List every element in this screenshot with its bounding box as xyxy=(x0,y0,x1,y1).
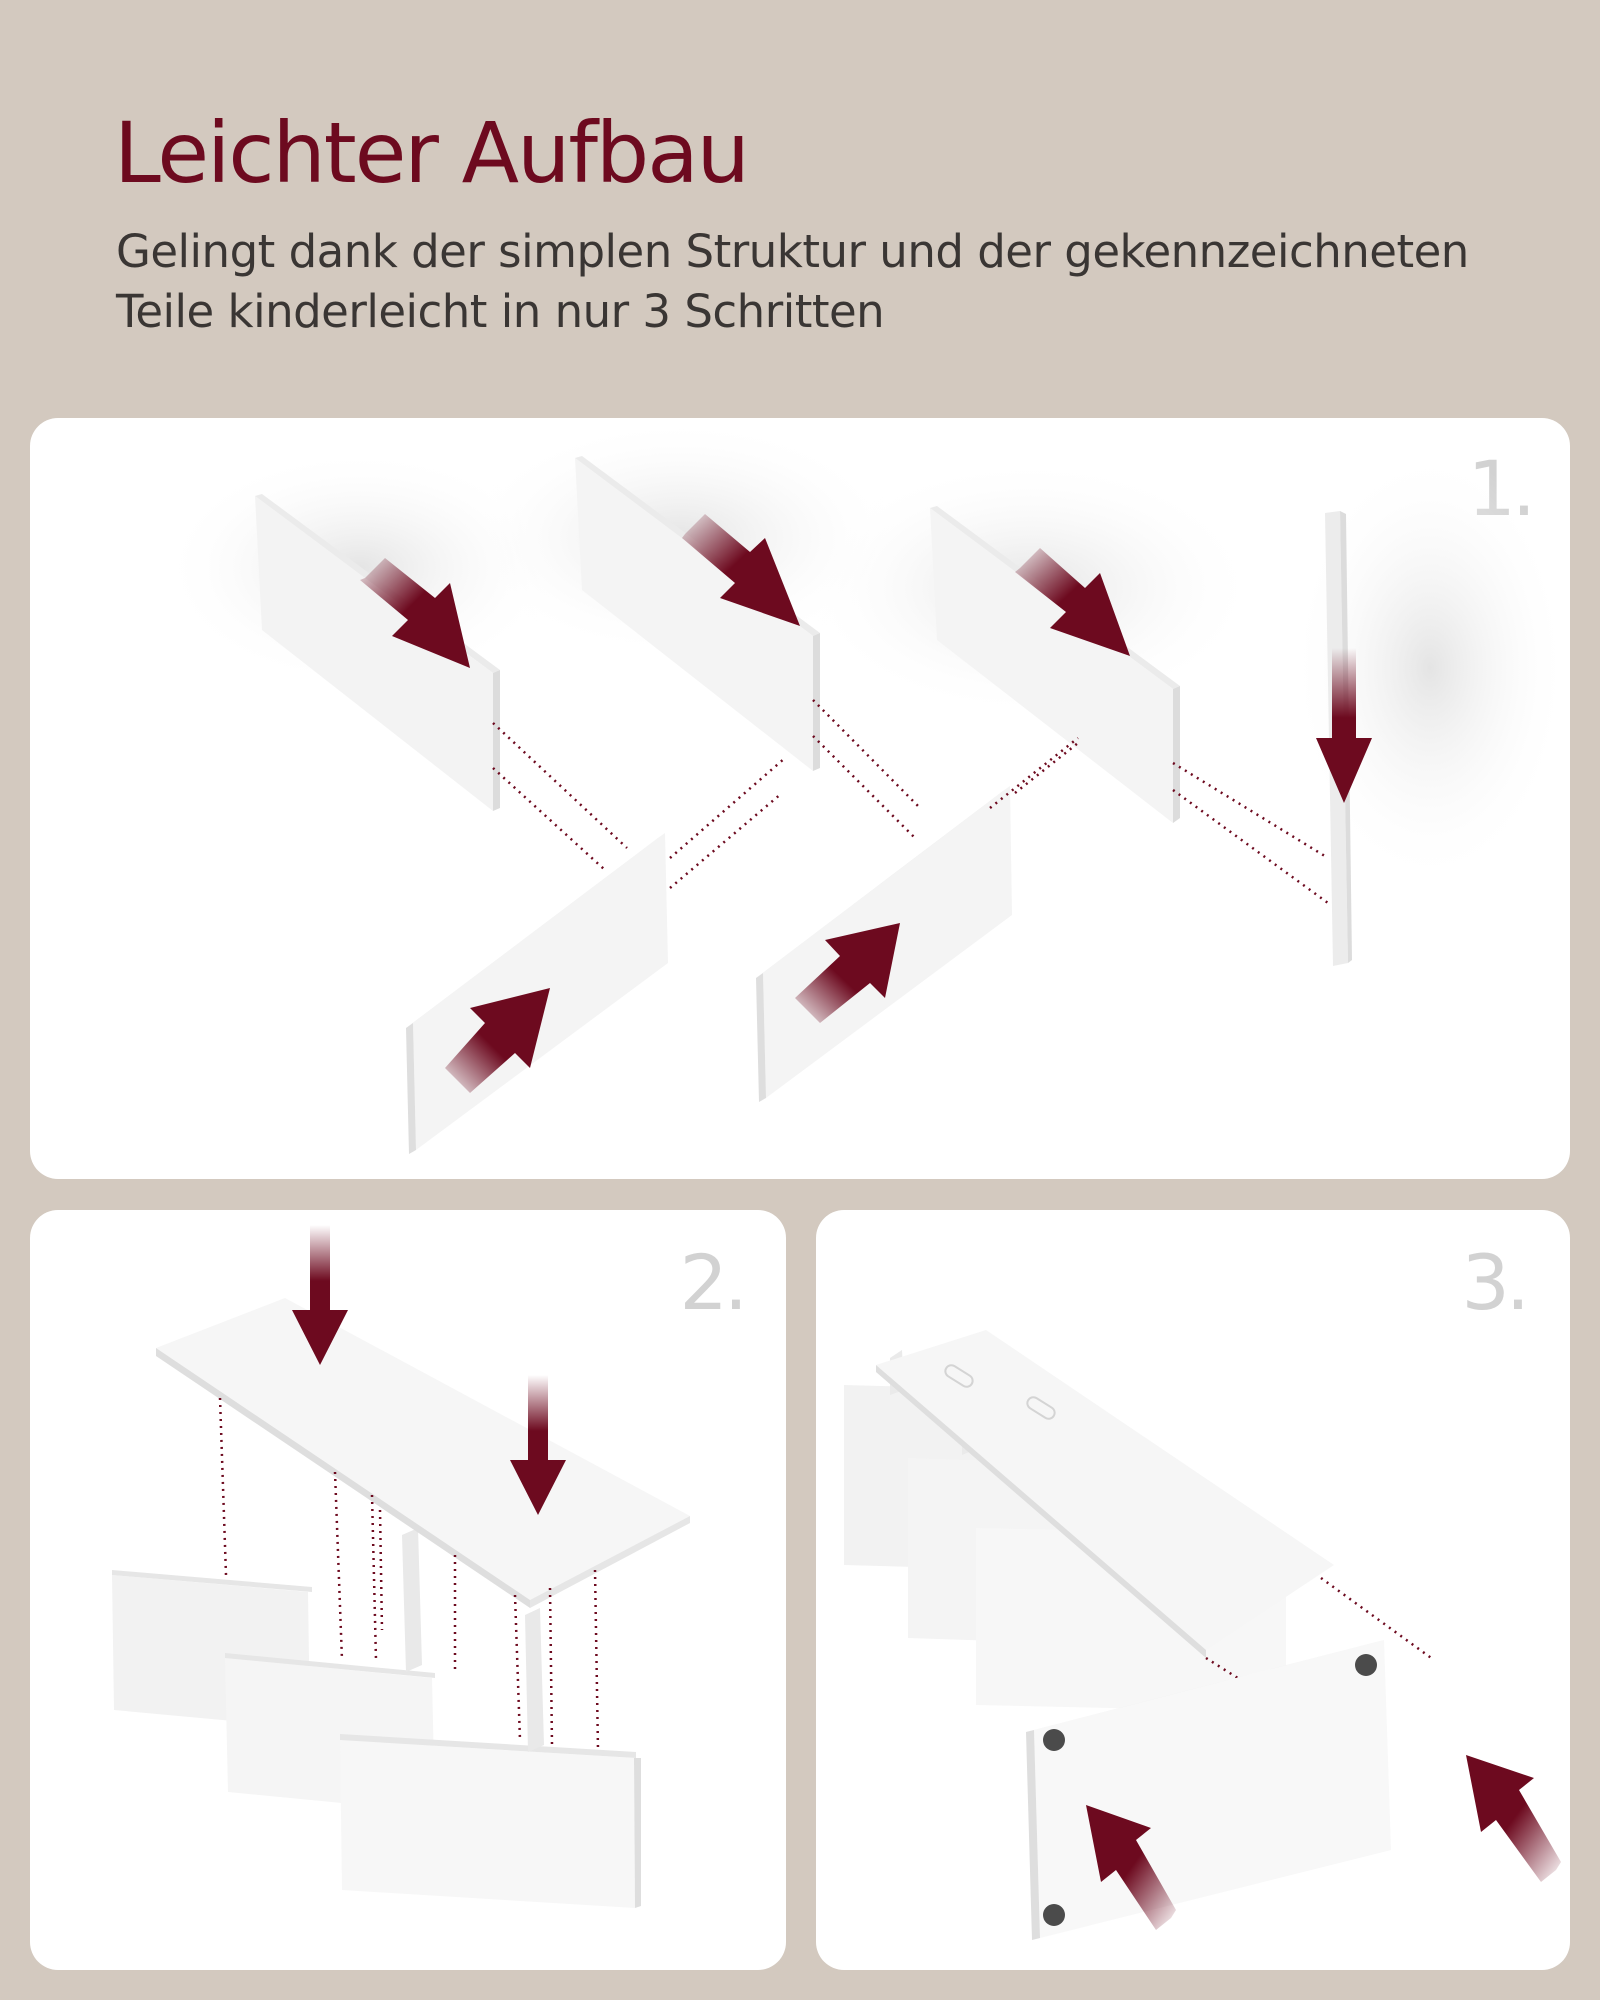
step-3-illustration xyxy=(844,1330,1561,1940)
step-1-illustration xyxy=(160,418,1570,1154)
step-2-illustration xyxy=(112,1225,690,1908)
page-subtitle: Gelingt dank der simplen Struktur und de… xyxy=(116,225,1469,338)
step-2-panel: 2. xyxy=(30,1210,786,1970)
arrow-icon xyxy=(1086,1755,1561,1930)
foot-pad xyxy=(1355,1654,1377,1676)
foot-pad xyxy=(1043,1904,1065,1926)
arrow-icon xyxy=(292,1225,566,1515)
alignment-dotted-lines xyxy=(492,699,1329,905)
step-3-number: 3. xyxy=(1461,1238,1529,1327)
foot-pad xyxy=(1043,1729,1065,1751)
alignment-dotted-lines xyxy=(218,1397,600,1751)
step-1-panel: 1. xyxy=(30,418,1570,1179)
side-board-3 xyxy=(340,1734,641,1908)
top-board xyxy=(876,1330,1334,1658)
page-title: Leichter Aufbau xyxy=(114,104,750,202)
arrow-icon xyxy=(360,514,1372,1093)
top-board xyxy=(156,1298,690,1608)
step-2-number: 2. xyxy=(679,1238,747,1327)
step-3-panel: 3. xyxy=(816,1210,1570,1970)
